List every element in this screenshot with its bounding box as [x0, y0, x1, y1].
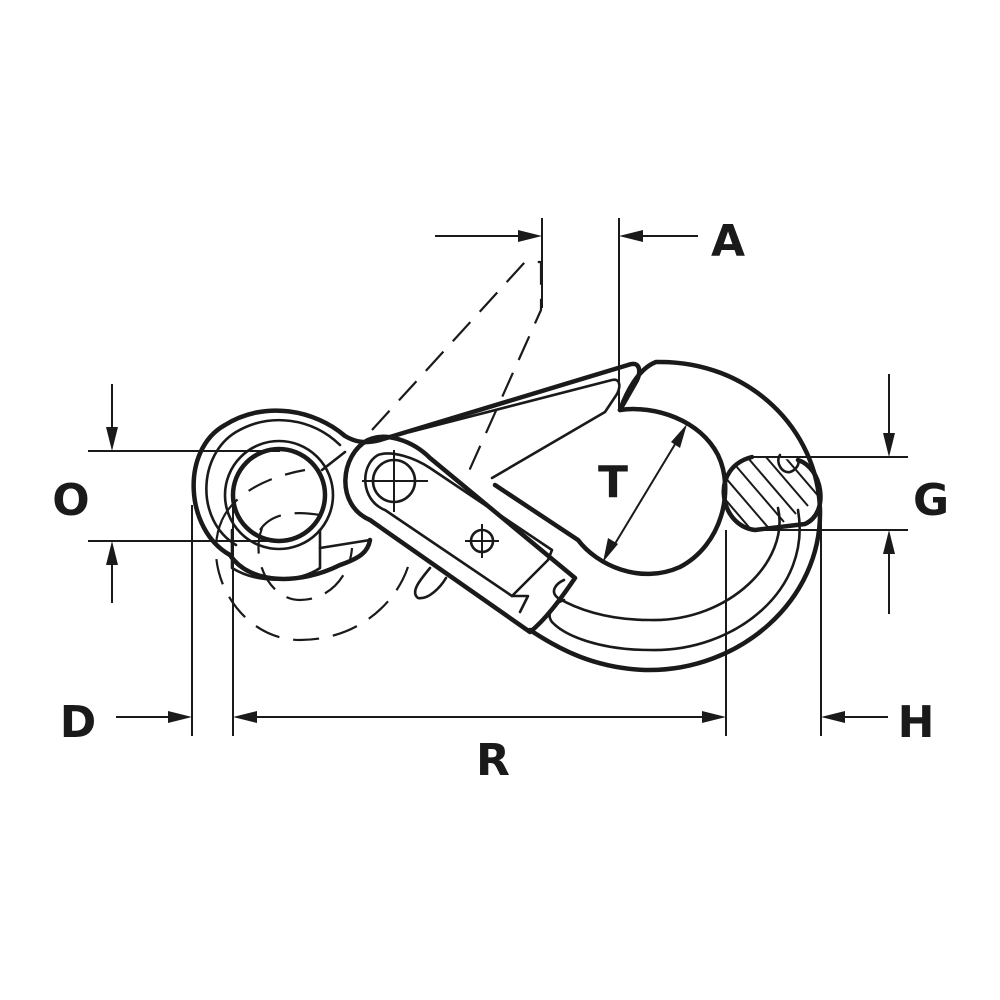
- g-section-outline: [721, 454, 823, 533]
- dim-r-arrow-left: [233, 711, 257, 723]
- swivel-collar: [230, 528, 322, 581]
- dim-a-arrow-left: [518, 230, 542, 242]
- hook-tip-curve: [527, 359, 823, 673]
- dim-g-arrow-top: [883, 433, 895, 457]
- dim-t-arrow-bottom: [603, 538, 618, 562]
- label-t: T: [598, 457, 628, 508]
- latch-trigger: [413, 566, 448, 600]
- hook-throat: [492, 406, 728, 577]
- phantom-swivel-inner: [257, 527, 354, 602]
- dimension-labels: A T O G D R H: [52, 216, 949, 786]
- label-a: A: [711, 216, 745, 267]
- swivel-collar-link: [318, 538, 372, 550]
- dim-h-arrow: [821, 711, 845, 723]
- shank-inner-line: [408, 378, 621, 480]
- hook-outer-outline: [191, 408, 383, 558]
- label-h: H: [898, 697, 935, 748]
- dim-o-arrow-bottom: [106, 541, 118, 565]
- label-d: D: [60, 697, 97, 748]
- swivel-neck: [320, 450, 347, 472]
- hook-eye-lower: [227, 537, 373, 582]
- phantom-swivel-top: [220, 468, 306, 521]
- label-r: R: [476, 735, 510, 786]
- hook-inner-groove: [552, 506, 781, 622]
- dimension-lines: [88, 218, 908, 736]
- g-cross-section: [721, 453, 823, 533]
- latch-tail: [510, 594, 530, 614]
- dim-g-arrow-bottom: [883, 530, 895, 554]
- dim-a-arrow-right: [619, 230, 643, 242]
- eye-bushing: [223, 439, 335, 551]
- phantom-swivel-mid: [259, 512, 321, 531]
- eye-ring-outer: [205, 418, 342, 547]
- eye-bore: [230, 446, 328, 544]
- latch-outline: [343, 434, 578, 635]
- dim-d-arrow: [168, 711, 192, 723]
- safety-latch: [343, 434, 578, 635]
- dim-r-arrow-right: [702, 711, 726, 723]
- phantom-swivel-outer: [214, 519, 412, 642]
- label-o: O: [52, 475, 89, 526]
- g-section-notch: [777, 453, 800, 474]
- dim-t-arrow-top: [671, 424, 687, 448]
- dim-t-line: [609, 435, 681, 553]
- dim-o-arrow-top: [106, 427, 118, 451]
- phantom-latch-open: [371, 260, 543, 481]
- hook-inner-groove-outer: [548, 508, 801, 652]
- label-g: G: [913, 475, 949, 526]
